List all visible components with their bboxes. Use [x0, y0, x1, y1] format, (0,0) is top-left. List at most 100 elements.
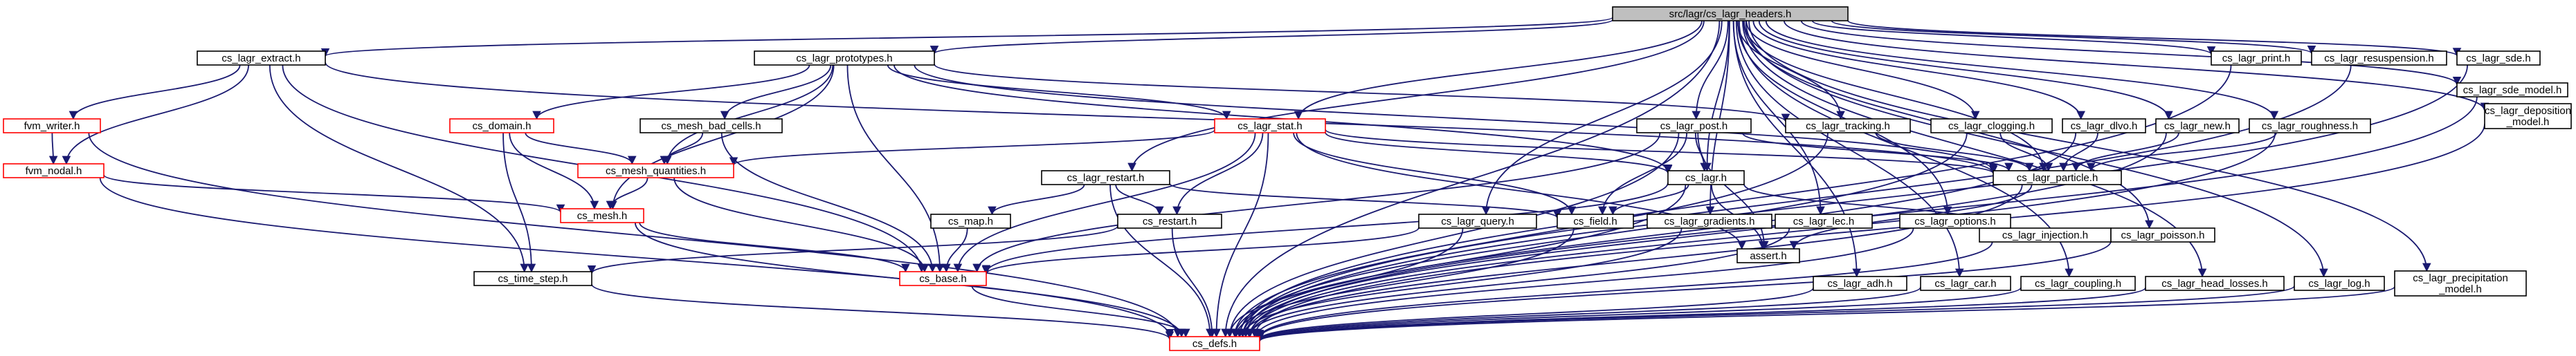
node-box [2249, 118, 2371, 133]
node-box [2394, 270, 2527, 297]
node-label: cs_lagr_dlvo.h [2071, 120, 2138, 132]
edge-lagr_restart-to-cs_map [988, 184, 1085, 216]
node-label: cs_lagr_car.h [1934, 278, 1996, 290]
edge-cs_restart-to-cs_defs [1171, 227, 1217, 338]
node-box [1736, 248, 1800, 263]
node-box [1169, 336, 1260, 351]
edge-root-to-lagr_car [1735, 20, 1964, 278]
node-cs-map[interactable]: cs_map.h [930, 214, 1011, 229]
node-label: cs_lagr_post.h [1660, 120, 1728, 132]
edge-lagr_stat-to-assert [1296, 132, 1746, 250]
node-lagr-restart[interactable]: cs_lagr_restart.h [1041, 170, 1170, 185]
node-lagr-resuspension[interactable]: cs_lagr_resuspension.h [2311, 50, 2447, 66]
node-lagr-query[interactable]: cs_lagr_query.h [1418, 214, 1537, 229]
node-label: _model.h [2438, 283, 2482, 295]
node-box [1785, 118, 1911, 133]
node-label: cs_lagr_log.h [2308, 278, 2370, 290]
node-lagr-sde[interactable]: cs_lagr_sde.h [2456, 50, 2541, 66]
node-cs-defs[interactable]: cs_defs.h [1169, 336, 1260, 351]
node-label: cs_mesh.h [577, 210, 628, 222]
node-label: cs_lagr_coupling.h [2035, 278, 2121, 290]
edge-lagr_sde-to-cs_defs [1241, 64, 2468, 338]
edge-extract-to-fvm_writer [69, 64, 241, 120]
node-lagr-deposition-model[interactable]: cs_lagr_deposition_model.h [2484, 103, 2572, 129]
node-label: cs_lagr_particle.h [2017, 172, 2098, 184]
node-lagr-poisson[interactable]: cs_lagr_poisson.h [2110, 227, 2215, 243]
edge-fvm_nodal-to-cs_mesh [103, 174, 565, 214]
node-box [640, 118, 783, 133]
node-fvm-nodal[interactable]: fvm_nodal.h [3, 163, 105, 178]
edge-lagr_options-to-cs_defs [1252, 227, 1914, 338]
node-lagr-post[interactable]: cs_lagr_post.h [1636, 118, 1752, 133]
node-mesh-bad-cells[interactable]: cs_mesh_bad_cells.h [640, 118, 783, 133]
edge-root-to-lagr_dlvo [1752, 20, 2085, 120]
node-lagr-injection[interactable]: cs_lagr_injection.h [1979, 227, 2112, 243]
node-cs-field[interactable]: cs_field.h [1557, 214, 1634, 229]
node-cs-lagr[interactable]: cs_lagr.h [1667, 170, 1745, 185]
edge-cs_domain-to-mesh_quantities [525, 132, 637, 165]
node-lagr-clogging[interactable]: cs_lagr_clogging.h [1930, 118, 2053, 133]
node-lagr-sde-model[interactable]: cs_lagr_sde_model.h [2456, 82, 2568, 97]
node-box [930, 214, 1011, 229]
node-box [1775, 214, 1873, 229]
dependency-edges [48, 17, 2489, 343]
edge-lagr_post-to-cs_defs [1225, 132, 1680, 338]
node-mesh-quantities[interactable]: cs_mesh_quantities.h [577, 163, 734, 178]
node-lagr-adh[interactable]: cs_lagr_adh.h [1813, 276, 1907, 291]
node-lagr-roughness[interactable]: cs_lagr_roughness.h [2249, 118, 2371, 133]
edge-lagr_post-to-cs_lagr [1694, 132, 1709, 172]
node-box [3, 118, 101, 133]
node-cs-domain[interactable]: cs_domain.h [449, 118, 554, 133]
node-label: cs_restart.h [1143, 216, 1197, 227]
node-box [2020, 276, 2136, 291]
edge-lagr_post-to-assert [1697, 132, 1769, 250]
edge-root-to-lagr_roughness [1765, 20, 2278, 120]
node-lagr-lec[interactable]: cs_lagr_lec.h [1775, 214, 1873, 229]
node-cs-mesh[interactable]: cs_mesh.h [560, 208, 644, 223]
node-lagr-log[interactable]: cs_lagr_log.h [2294, 276, 2385, 291]
node-label: cs_domain.h [472, 120, 531, 132]
node-prototypes[interactable]: cs_lagr_prototypes.h [754, 50, 935, 66]
node-lagr-stat[interactable]: cs_lagr_stat.h [1214, 118, 1326, 133]
edge-prototypes-to-mesh_quantities [662, 64, 834, 165]
edge-root-to-lagr_sde [1847, 19, 2461, 57]
node-lagr-dlvo[interactable]: cs_lagr_dlvo.h [2062, 118, 2146, 133]
edge-extract-to-lagr_particle [325, 62, 1997, 175]
edge-lagr_tracking-to-cs_defs [1230, 132, 1829, 338]
edge-mesh_bad_cells-to-mesh_quantities [660, 132, 704, 165]
node-box [473, 271, 592, 286]
node-time-step[interactable]: cs_time_step.h [473, 271, 592, 286]
node-lagr-car[interactable]: cs_lagr_car.h [1920, 276, 2011, 291]
node-lagr-precipitation-model[interactable]: cs_lagr_precipitation_model.h [2394, 270, 2527, 297]
node-label: cs_lagr_deposition [2485, 105, 2571, 117]
edge-root-to-lagr_print [1811, 20, 2216, 55]
node-label: cs_lagr_tracking.h [1806, 120, 1890, 132]
edge-lagr_adh-to-cs_defs [1255, 287, 1814, 341]
node-label: cs_lagr_clogging.h [1948, 120, 2035, 132]
node-extract[interactable]: cs_lagr_extract.h [197, 50, 326, 66]
node-fvm-writer[interactable]: fvm_writer.h [3, 118, 101, 133]
edge-root-to-lagr_deposition_model [1783, 20, 2489, 112]
node-lagr-tracking[interactable]: cs_lagr_tracking.h [1785, 118, 1911, 133]
node-label: cs_lagr_query.h [1441, 216, 1514, 227]
node-lagr-options[interactable]: cs_lagr_options.h [1899, 214, 2011, 229]
edge-root-to-lagr_new [1758, 20, 2173, 120]
node-box [899, 271, 987, 286]
edge-prototypes-to-lagr_stat [887, 64, 1231, 120]
node-lagr-head-losses[interactable]: cs_lagr_head_losses.h [2145, 276, 2285, 291]
node-box [2311, 50, 2447, 66]
node-lagr-print[interactable]: cs_lagr_print.h [2211, 50, 2302, 66]
edge-lagr_gradients-to-cs_defs [1238, 227, 1682, 338]
node-cs-base[interactable]: cs_base.h [899, 271, 987, 286]
node-lagr-coupling[interactable]: cs_lagr_coupling.h [2020, 276, 2136, 291]
node-lagr-new[interactable]: cs_lagr_new.h [2155, 118, 2240, 133]
node-assert[interactable]: assert.h [1736, 248, 1800, 263]
edge-root-to-cs_lagr [1703, 20, 1730, 172]
node-cs-restart[interactable]: cs_restart.h [1117, 214, 1222, 229]
node-label: cs_field.h [1573, 216, 1617, 227]
node-label: cs_lagr_head_losses.h [2161, 278, 2267, 290]
node-lagr-particle[interactable]: cs_lagr_particle.h [1993, 170, 2122, 185]
edge-lagr_stat-to-cs_restart [1172, 132, 1264, 216]
node-root[interactable]: src/lagr/cs_lagr_headers.h [1612, 6, 1849, 21]
node-lagr-gradients[interactable]: cs_lagr_gradients.h [1647, 214, 1772, 229]
